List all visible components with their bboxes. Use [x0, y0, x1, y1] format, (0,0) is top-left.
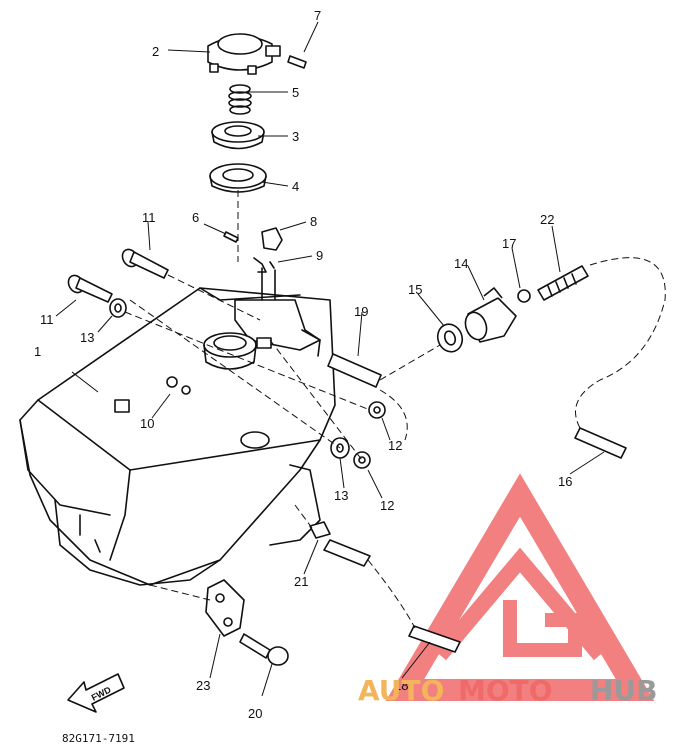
hose-lower-part [323, 539, 371, 567]
hose-16-part [574, 427, 627, 459]
watermark-part2: MOTO [458, 674, 553, 707]
bolt-lower-part [67, 274, 113, 303]
o-ring-part [436, 323, 464, 353]
callout-17: 17 [502, 236, 516, 251]
gasket-part [209, 163, 267, 193]
callout-13a: 13 [80, 330, 94, 345]
callout-23: 23 [196, 678, 210, 693]
leader-lines [55, 21, 605, 697]
callout-10: 10 [140, 416, 154, 431]
callout-13b: 13 [334, 488, 348, 503]
pin-part [287, 55, 307, 69]
callout-labels: 1 2 3 4 5 6 7 8 9 10 11 11 12 12 13 13 1… [34, 8, 572, 721]
bracket-part [205, 579, 245, 637]
hose-clamp-17-part [517, 289, 531, 303]
watermark-text: AUTO MOTO HUB [358, 674, 658, 707]
spring-part [228, 84, 252, 115]
callout-9: 9 [316, 248, 323, 263]
grommet-part [261, 227, 283, 251]
callout-4: 4 [292, 179, 299, 194]
watermark-part1: AUTO [358, 674, 444, 707]
clip-12-lower-part [353, 451, 371, 469]
callout-16: 16 [558, 474, 572, 489]
watermark-logo-icon [385, 473, 655, 701]
callout-3: 3 [292, 129, 299, 144]
callout-12b: 12 [380, 498, 394, 513]
washer-upper-part [109, 298, 127, 318]
connection-lines [124, 190, 666, 629]
fuel-cock-part [464, 287, 517, 343]
callout-14: 14 [454, 256, 468, 271]
callout-12a: 12 [388, 438, 402, 453]
callout-19: 19 [354, 304, 368, 319]
bolt-20-part [239, 633, 289, 666]
clip-part [253, 257, 275, 273]
hose-22-part [537, 265, 589, 301]
hose-19-part [327, 353, 382, 388]
callout-22: 22 [540, 212, 554, 227]
bolt-upper-part [121, 248, 169, 279]
screw-part [223, 231, 239, 243]
callout-11a: 11 [142, 210, 156, 225]
callout-7: 7 [314, 8, 321, 23]
callout-15: 15 [408, 282, 422, 297]
callout-11b: 11 [40, 312, 54, 327]
callout-2: 2 [152, 44, 159, 59]
forward-arrow-icon: FWD [67, 673, 125, 713]
callout-6: 6 [192, 210, 199, 225]
callout-18: 18 [394, 678, 408, 693]
callout-21: 21 [294, 574, 308, 589]
hose-18-part [408, 625, 461, 653]
fuel-tank-part [19, 267, 336, 586]
clamp-21-part [309, 521, 331, 539]
callout-8: 8 [310, 214, 317, 229]
callout-20: 20 [248, 706, 262, 721]
clip-12-upper-part [368, 401, 386, 419]
seal-part [211, 121, 265, 150]
callout-5: 5 [292, 85, 299, 100]
drawing-code: 82G171-7191 [62, 732, 135, 745]
watermark-part3: HUB [590, 674, 658, 707]
fuel-cap-part [207, 33, 281, 75]
callout-1: 1 [34, 344, 41, 359]
